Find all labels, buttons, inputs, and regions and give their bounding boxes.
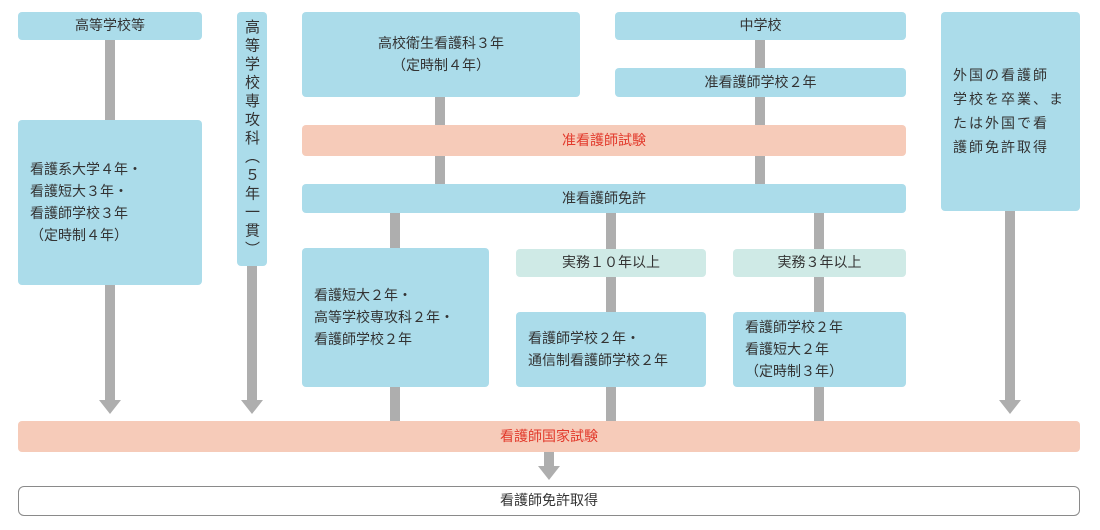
box-senkoka-5yr-label: 高等学校専攻科（５年一貫） — [243, 18, 261, 260]
box-high-school-label: 高等学校等 — [75, 18, 145, 34]
connector-junior-high-to-junkango-school — [755, 40, 765, 68]
connector-eisei-to-junkango-exam — [435, 97, 445, 125]
box-two-year-c-line: 看護師学校２年 — [745, 319, 843, 336]
arrow-shaft-exam-to-license — [544, 452, 554, 466]
box-junkango-license: 准看護師免許 — [302, 184, 906, 213]
box-two-year-b-line: 通信制看護師学校２年 — [528, 352, 668, 369]
arrow-head-university-to-exam — [99, 400, 121, 414]
box-two-year-c-line: 看護短大２年 — [745, 341, 829, 358]
connector-high-school-to-university — [105, 40, 115, 120]
arrow-shaft-senkoka-to-exam — [247, 266, 257, 400]
box-two-year-c: 看護師学校２年 看護短大２年 （定時制３年） — [733, 312, 906, 387]
box-foreign-line: たは外国で看 — [953, 115, 1049, 132]
box-experience-10-label: 実務１０年以上 — [562, 255, 660, 271]
box-university-line: 看護師学校３年 — [30, 205, 128, 222]
box-license-label: 看護師免許取得 — [500, 493, 598, 509]
box-two-year-b-line: 看護師学校２年・ — [528, 330, 640, 347]
box-experience-3: 実務３年以上 — [733, 249, 906, 277]
box-two-year-a: 看護短大２年・ 高等学校専攻科２年・ 看護師学校２年 — [302, 248, 489, 387]
connector-junkango-school-to-exam — [755, 97, 765, 125]
box-university-line: 看護短大３年・ — [30, 183, 128, 200]
connector-two-year-b-to-exam — [606, 387, 616, 421]
arrow-head-foreign-to-exam — [999, 400, 1021, 414]
connector-two-year-c-to-exam — [814, 387, 824, 421]
connector-experience-3-to-two-year-c — [814, 277, 824, 312]
box-junior-high-label: 中学校 — [739, 18, 782, 34]
box-two-year-a-line: 看護師学校２年 — [314, 331, 412, 348]
box-university-line: 看護系大学４年・ — [30, 161, 142, 178]
connector-experience-10-to-two-year-b — [606, 277, 616, 312]
box-eisei-kango: 高校衛生看護科３年 （定時制４年） — [302, 12, 580, 97]
box-senkoka-5yr: 高等学校専攻科（５年一貫） — [237, 12, 267, 266]
box-two-year-b: 看護師学校２年・ 通信制看護師学校２年 — [516, 312, 706, 387]
connector-license-to-experience-3 — [814, 213, 824, 249]
arrow-head-senkoka-to-exam — [241, 400, 263, 414]
box-foreign-line: 護師免許取得 — [953, 139, 1049, 156]
box-junkango-school-label: 准看護師学校２年 — [704, 74, 817, 91]
connector-license-to-experience-10 — [606, 213, 616, 249]
box-junkango-license-label: 准看護師免許 — [562, 190, 646, 207]
arrow-head-exam-to-license — [538, 466, 560, 480]
arrow-shaft-university-to-exam — [105, 285, 115, 400]
box-eisei-kango-line: （定時制４年） — [392, 57, 490, 74]
box-experience-10: 実務１０年以上 — [516, 249, 706, 277]
connector-junkango-exam-to-license-left — [435, 156, 445, 184]
box-two-year-a-line: 看護短大２年・ — [314, 287, 412, 304]
box-junkango-school: 准看護師学校２年 — [615, 68, 906, 97]
box-university-line: （定時制４年） — [30, 227, 128, 244]
box-foreign-line: 外国の看護師 — [953, 67, 1049, 84]
box-university: 看護系大学４年・ 看護短大３年・ 看護師学校３年 （定時制４年） — [18, 120, 202, 285]
box-foreign-line: 学校を卒業、ま — [953, 91, 1065, 108]
arrow-shaft-foreign-to-exam — [1005, 211, 1015, 400]
box-national-exam: 看護師国家試験 — [18, 421, 1080, 452]
connector-two-year-a-to-exam — [390, 387, 400, 421]
box-license: 看護師免許取得 — [18, 486, 1080, 516]
box-junkango-exam-label: 准看護師試験 — [562, 132, 646, 149]
box-junior-high: 中学校 — [615, 12, 906, 40]
box-two-year-c-line: （定時制３年） — [745, 363, 843, 380]
box-national-exam-label: 看護師国家試験 — [500, 428, 598, 445]
box-experience-3-label: 実務３年以上 — [777, 255, 862, 271]
box-eisei-kango-line: 高校衛生看護科３年 — [378, 35, 504, 52]
connector-junkango-exam-to-license-right — [755, 156, 765, 184]
box-two-year-a-line: 高等学校専攻科２年・ — [314, 309, 454, 326]
box-high-school: 高等学校等 — [18, 12, 202, 40]
box-foreign: 外国の看護師 学校を卒業、ま たは外国で看 護師免許取得 — [941, 12, 1080, 211]
box-junkango-exam: 准看護師試験 — [302, 125, 906, 156]
connector-license-to-two-year-a — [390, 213, 400, 248]
